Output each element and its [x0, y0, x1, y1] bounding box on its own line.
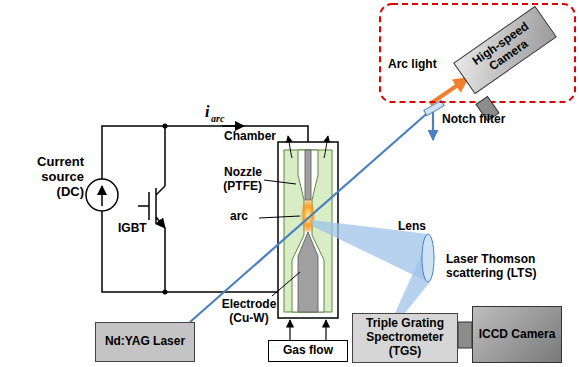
method-label: Laser Thomson scattering (LTS) — [446, 253, 576, 281]
arc-light-ray — [430, 78, 468, 104]
current-source-symbol — [86, 179, 118, 211]
junction-dot — [163, 290, 168, 295]
circuit-wires — [102, 126, 308, 292]
node-text: Nd:YAG Laser — [105, 335, 185, 349]
arc-plasma — [301, 199, 315, 233]
node-text: Gas flow — [283, 344, 333, 358]
reflected-beam — [432, 112, 434, 140]
lens — [422, 234, 434, 282]
gas-flow-box: Gas flow — [268, 340, 348, 362]
junction-dot — [163, 124, 168, 129]
scattered-light — [312, 220, 428, 282]
light-label: Arc light — [388, 58, 437, 72]
current-subscript: arc — [211, 113, 224, 125]
current-symbol: i — [205, 103, 209, 121]
part-label: arc — [230, 210, 248, 224]
camera-lens — [458, 322, 472, 348]
nozzle-channel — [292, 150, 324, 312]
part-label: Electrode (Cu-W) — [214, 298, 284, 326]
part-label: Chamber — [218, 130, 276, 144]
lower-electrode — [298, 232, 318, 312]
camera-box: ICCD Camera — [472, 306, 562, 363]
upper-electrode — [305, 150, 311, 200]
laser-box: Nd:YAG Laser — [95, 322, 195, 362]
leader-lines — [259, 180, 300, 296]
node-text: High-speed Camera — [460, 13, 550, 87]
current-arrow — [222, 125, 244, 127]
laser-beam — [190, 109, 432, 322]
spectrometer-box: Triple Grating Spectrometer (TGS) — [352, 313, 458, 363]
camera-region — [380, 4, 575, 102]
part-label: Notch filter — [442, 113, 505, 127]
part-label: Lens — [398, 220, 426, 234]
component-label: IGBT — [118, 222, 147, 236]
camera-box: High-speed Camera — [453, 6, 557, 94]
node-text: Triple Grating Spectrometer (TGS) — [357, 317, 453, 358]
node-text: ICCD Camera — [479, 328, 556, 342]
source-label: Current source (DC) — [20, 155, 84, 200]
part-label: Nozzle (PTFE) — [196, 166, 262, 194]
